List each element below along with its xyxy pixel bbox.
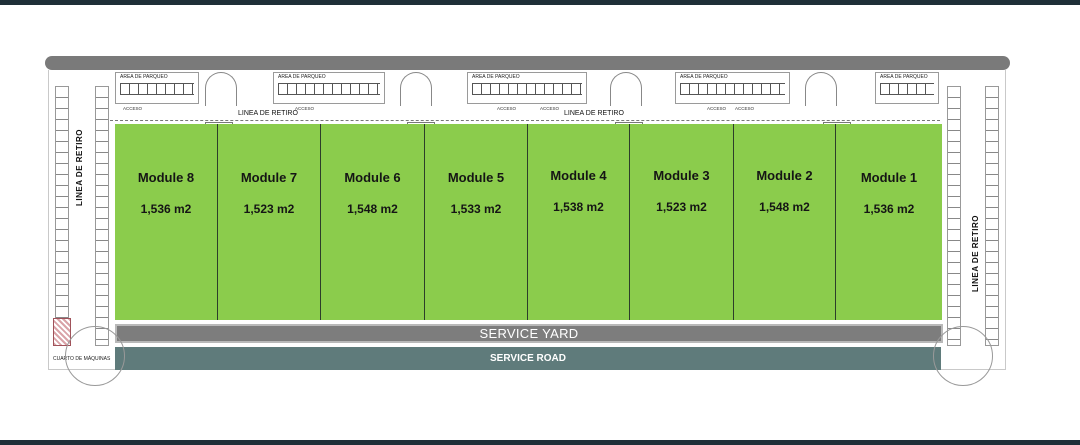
module-area: 1,548 m2 bbox=[759, 200, 810, 214]
parking-label: AREA DE PARQUEO bbox=[278, 74, 326, 80]
service-road: SERVICE ROAD bbox=[115, 347, 941, 370]
module-area: 1,536 m2 bbox=[863, 202, 915, 216]
right-parking-column bbox=[985, 86, 999, 346]
module-area: 1,536 m2 bbox=[140, 202, 192, 216]
module-6[interactable]: Module 6 1,548 m2 bbox=[321, 124, 425, 320]
parking-area: AREA DE PARQUEO bbox=[115, 72, 199, 104]
parking-area: AREA DE PARQUEO bbox=[273, 72, 385, 104]
module-area: 1,533 m2 bbox=[450, 202, 502, 216]
module-7[interactable]: Module 7 1,523 m2 bbox=[218, 124, 321, 320]
parking-label: AREA DE PARQUEO bbox=[120, 74, 168, 80]
right-parking-column-inner bbox=[947, 86, 961, 346]
access-label: ACCESO bbox=[540, 106, 560, 111]
machine-room bbox=[53, 318, 71, 346]
module-name: Module 6 bbox=[344, 170, 401, 185]
module-2[interactable]: Module 2 1,548 m2 bbox=[734, 124, 836, 320]
site-plan: AREA DE PARQUEO AREA DE PARQUEO AREA DE … bbox=[45, 56, 1010, 386]
setback-line bbox=[110, 120, 940, 121]
parking-stalls bbox=[120, 83, 194, 95]
left-parking-column bbox=[55, 86, 69, 346]
module-name: Module 7 bbox=[240, 170, 298, 185]
parking-stalls bbox=[472, 83, 582, 95]
access-label: ACCESO bbox=[295, 106, 315, 111]
parking-stalls bbox=[880, 83, 934, 95]
access-label: ACCESO bbox=[123, 106, 143, 111]
parking-area: AREA DE PARQUEO bbox=[467, 72, 587, 104]
module-3[interactable]: Module 3 1,523 m2 bbox=[630, 124, 734, 320]
module-name: Module 8 bbox=[137, 170, 195, 185]
setback-vertical-label-left: LINEA DE RETIRO bbox=[75, 129, 84, 206]
module-5[interactable]: Module 5 1,533 m2 bbox=[425, 124, 528, 320]
module-name: Module 4 bbox=[550, 168, 607, 183]
module-4[interactable]: Module 4 1,538 m2 bbox=[528, 124, 630, 320]
drive-curve bbox=[205, 72, 237, 106]
bottom-frame-bar bbox=[0, 440, 1080, 445]
access-label: ACCESO bbox=[735, 106, 755, 111]
top-frame-bar bbox=[0, 0, 1080, 5]
left-corner-curve bbox=[65, 326, 125, 386]
left-parking-column-inner bbox=[95, 86, 109, 346]
access-label: ACCESO bbox=[497, 106, 517, 111]
module-area: 1,548 m2 bbox=[347, 202, 398, 216]
parking-label: AREA DE PARQUEO bbox=[880, 74, 928, 80]
drive-curve bbox=[610, 72, 642, 106]
parking-area: AREA DE PARQUEO bbox=[875, 72, 939, 104]
service-yard: SERVICE YARD bbox=[115, 324, 943, 343]
module-name: Module 2 bbox=[756, 168, 813, 183]
parking-stalls bbox=[278, 83, 380, 95]
drive-curve bbox=[805, 72, 837, 106]
setback-label: LINEA DE RETIRO bbox=[563, 110, 625, 117]
setback-label: LINEA DE RETIRO bbox=[237, 110, 299, 117]
parking-label: AREA DE PARQUEO bbox=[680, 74, 728, 80]
roof-edge-bar bbox=[45, 56, 1010, 70]
setback-vertical-label-right: LINEA DE RETIRO bbox=[971, 215, 980, 292]
module-area: 1,538 m2 bbox=[553, 200, 604, 214]
drive-curve bbox=[400, 72, 432, 106]
module-area: 1,523 m2 bbox=[656, 200, 707, 214]
access-label: ACCESO bbox=[707, 106, 727, 111]
module-name: Module 5 bbox=[447, 170, 505, 185]
parking-stalls bbox=[680, 83, 785, 95]
module-8[interactable]: Module 8 1,536 m2 bbox=[115, 124, 218, 320]
right-corner-curve bbox=[933, 326, 993, 386]
module-area: 1,523 m2 bbox=[243, 202, 295, 216]
parking-area: AREA DE PARQUEO bbox=[675, 72, 790, 104]
module-name: Module 1 bbox=[860, 170, 918, 185]
module-name: Module 3 bbox=[653, 168, 710, 183]
parking-label: AREA DE PARQUEO bbox=[472, 74, 520, 80]
module-1[interactable]: Module 1 1,536 m2 bbox=[836, 124, 942, 320]
